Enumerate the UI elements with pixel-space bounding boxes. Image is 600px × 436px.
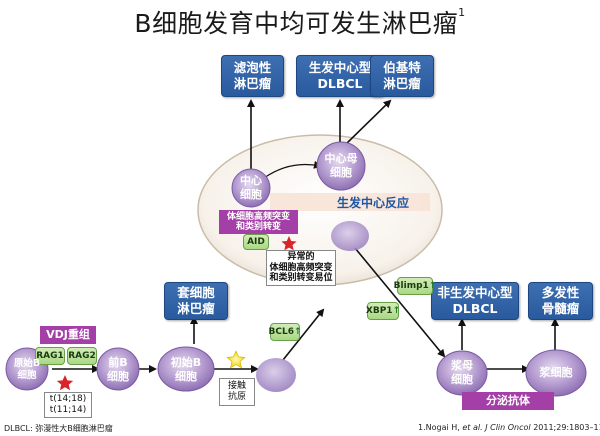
rag1-factor: RAG1 (35, 347, 65, 365)
pre-b-cell (96, 347, 140, 391)
centroblast-label: 中心母 细胞 (324, 152, 358, 179)
plasma-cell (525, 349, 587, 397)
plasma-cell-label: 浆细胞 (539, 366, 573, 380)
shm-label: 体细胞高频突变 和类别转变 (219, 210, 298, 234)
pre-b-label: 前B 细胞 (107, 356, 129, 383)
multiple-myeloma-box: 多发性 骨髓瘤 (528, 282, 593, 320)
antigen-star-icon (226, 350, 246, 369)
antigen-stimulated-cell (256, 358, 296, 392)
gcb-dlbcl-box: 生发中心型 DLBCL (296, 55, 384, 97)
antigen-contact-note: 接触 抗原 (219, 378, 255, 406)
translocation-star-icon (56, 375, 74, 391)
vdj-recombination-label: VDJ重组 (40, 326, 96, 344)
abnormal-star-icon (281, 236, 297, 251)
mantle-cell-lymphoma-box: 套细胞 淋巴瘤 (164, 282, 228, 320)
bcl6-label: BCL6 (268, 327, 294, 337)
follicular-lymphoma-box: 滤泡性 淋巴瘤 (221, 55, 284, 97)
centrocyte-label: 中心 细胞 (240, 174, 262, 201)
pro-b-label: 原始B 细胞 (13, 358, 41, 381)
gc-label-band (270, 193, 430, 211)
non-gcb-dlbcl-box: 非生发中心型 DLBCL (431, 282, 519, 320)
ref-journal: J Clin Oncol (485, 423, 531, 432)
reference-footnote: 1.Nogai H, et al. J Clin Oncol 2011;29:1… (418, 423, 600, 432)
xbp1-up-arrow-icon: ↑ (392, 306, 401, 316)
antibody-secretion-label: 分泌抗体 (462, 392, 554, 410)
ref-detail: 2011;29:1803–11. (533, 423, 600, 432)
blimp1-up-arrow-icon: ↑ (428, 281, 437, 291)
gc-nucleus (331, 221, 369, 251)
aid-factor: AID (243, 234, 269, 250)
title-ref-marker: 1 (458, 6, 466, 19)
rag2-factor: RAG2 (67, 347, 97, 365)
naive-b-label: 初始B 细胞 (170, 356, 202, 383)
abbreviation-footnote: DLBCL: 弥漫性大B细胞淋巴瘤 (4, 424, 113, 433)
blimp1-factor: Blimp1↑ (393, 277, 436, 295)
ref-author: 1.Nogai H, (418, 423, 460, 432)
centrocyte-cell (231, 168, 271, 208)
gc-reaction-label: 生发中心反应 (336, 196, 409, 210)
title-text: B细胞发育中均可发生淋巴瘤 (134, 9, 459, 38)
blimp1-label: Blimp1 (393, 281, 429, 291)
centroblast-cell (316, 141, 366, 191)
ref-etal: et al. (462, 423, 483, 432)
bcl6-up-arrow-icon: ↑ (293, 327, 302, 337)
translocation-note: t(14;18) t(11;14) (44, 392, 92, 418)
bcl6-factor: BCL6↑ (268, 323, 302, 341)
page-title: B细胞发育中均可发生淋巴瘤1 (0, 4, 600, 40)
xbp1-label: XBP1 (365, 306, 393, 316)
abnormal-mutation-note: 异常的 体细胞高频突变 和类别转变易位 (266, 250, 336, 286)
burkitt-lymphoma-box: 伯基特 淋巴瘤 (370, 55, 434, 97)
xbp1-factor: XBP1↑ (365, 302, 401, 320)
naive-b-cell (157, 346, 215, 392)
plasmablast-label: 浆母 细胞 (451, 359, 473, 386)
